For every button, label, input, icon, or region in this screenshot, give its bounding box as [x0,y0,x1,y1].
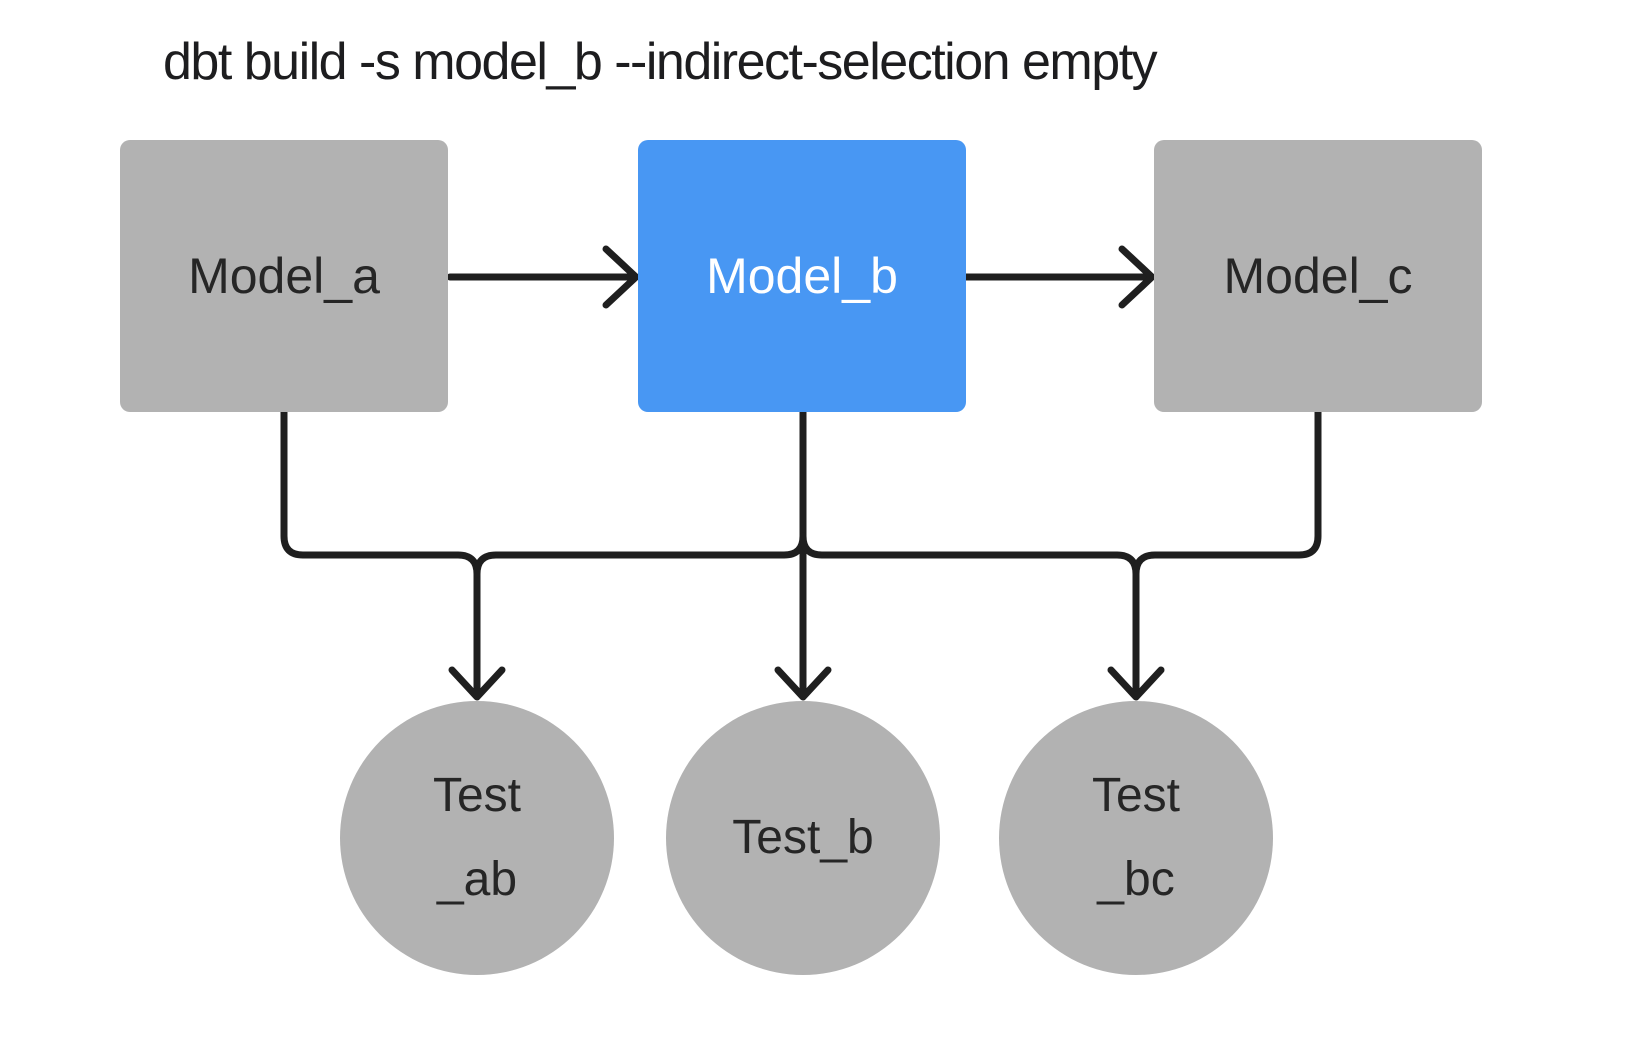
arrowhead-into-test-bc [1107,666,1165,701]
test-ab-node: Test _ab [340,701,614,975]
arrowhead-into-model-c [1118,245,1156,309]
edge-model-a-to-test-ab [280,408,481,694]
edge-model-c-to-test-bc [1132,408,1322,694]
test-b-node: Test_b [666,701,940,975]
model-b-label: Model_b [706,248,898,304]
test-bc-label: Test _bc [1091,769,1181,906]
model-a-label: Model_a [188,248,380,304]
test-b-label: Test_b [732,811,874,864]
arrowhead-into-model-b [602,245,640,309]
model-c-node: Model_c [1154,140,1482,412]
model-a-node: Model_a [120,140,448,412]
arrowhead-into-test-ab [448,666,506,701]
diagram-title: dbt build -s model_b --indirect-selectio… [163,33,1158,91]
model-b-node: Model_b [638,140,966,412]
edge-model-b-to-test-bc [799,532,1140,578]
test-ab-label: Test _ab [432,769,522,906]
test-bc-node: Test _bc [999,701,1273,975]
model-c-label: Model_c [1223,248,1413,304]
arrowhead-into-test-b [774,666,832,701]
edge-model-b-to-test-ab [473,532,807,578]
